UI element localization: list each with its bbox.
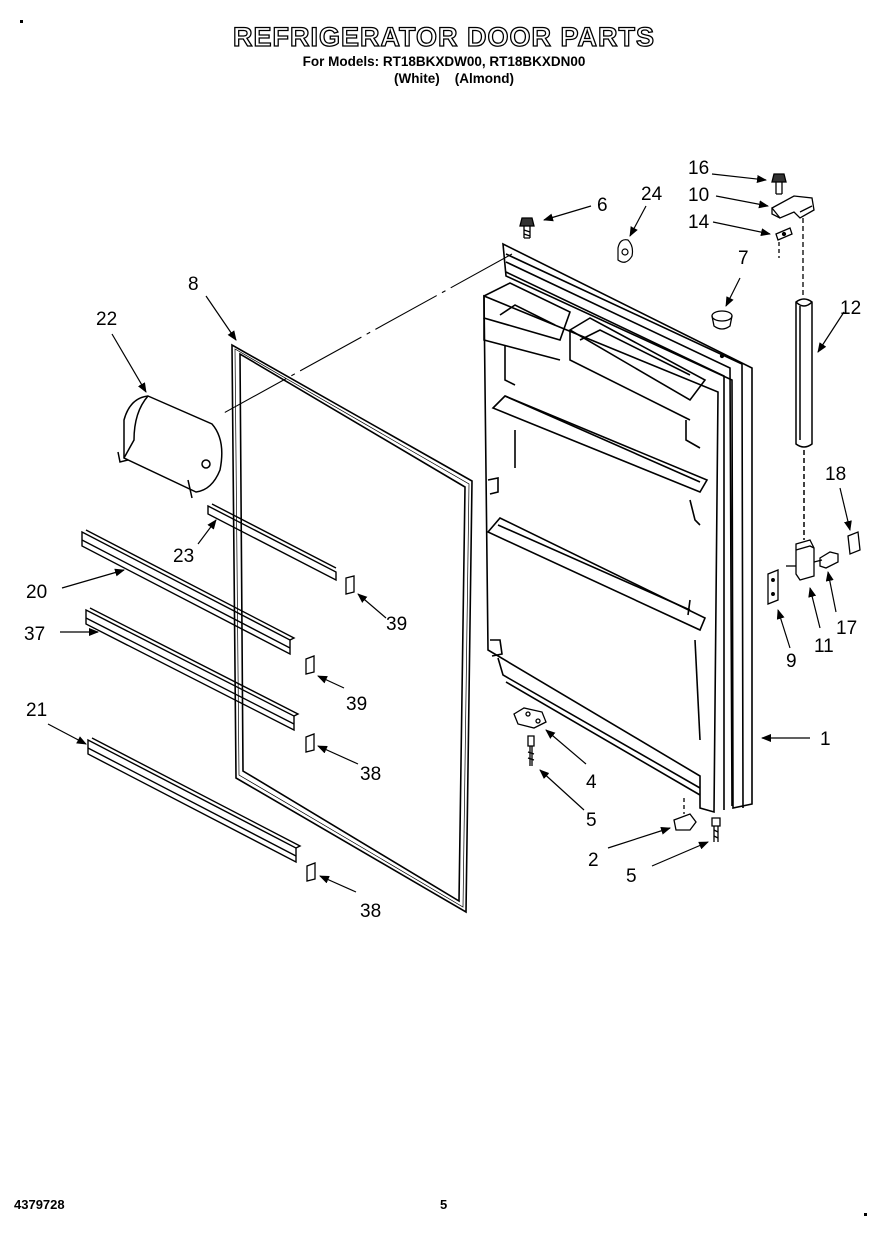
callout-5-right: 5 [626, 866, 637, 887]
callout-6: 6 [597, 195, 608, 216]
callout-5-left: 5 [586, 810, 597, 831]
callout-16: 16 [688, 158, 709, 179]
callout-17: 17 [836, 618, 857, 639]
callout-11: 11 [814, 636, 834, 657]
shelf-trim-21 [87, 737, 302, 864]
shelf-trim-23 [207, 503, 337, 582]
inner-door-panel [483, 242, 753, 814]
page-title: REFRIGERATOR DOOR PARTS [232, 21, 655, 52]
callout-12: 12 [840, 298, 861, 319]
corner-mark-top-left [20, 20, 23, 23]
callout-18: 18 [825, 464, 846, 485]
shelf-trim-37 [85, 607, 300, 732]
callout-38-lower: 38 [360, 901, 381, 922]
screw-6 [519, 217, 535, 239]
callout-4: 4 [586, 772, 597, 793]
callout-39-lower: 39 [346, 694, 367, 715]
callout-7: 7 [738, 248, 749, 269]
callout-8: 8 [188, 274, 199, 295]
callout-21: 21 [26, 700, 47, 721]
callout-10: 10 [688, 185, 709, 206]
callout-9: 9 [786, 651, 797, 672]
bottom-hinge-assembly [513, 707, 721, 842]
callout-22: 22 [96, 309, 117, 330]
callout-2: 2 [588, 850, 599, 871]
plug-24 [617, 239, 634, 263]
model-numbers: For Models: RT18BKXDW00, RT18BKXDN00 [302, 54, 586, 69]
callout-24: 24 [641, 184, 663, 205]
catalog-number: 4379728 [14, 1197, 65, 1212]
callout-leaders [47, 173, 852, 893]
door-gasket [231, 343, 473, 914]
page-number: 5 [440, 1197, 448, 1212]
butter-compartment-door [117, 395, 223, 499]
hinge-cover-12 [795, 298, 813, 540]
leader-line-6-to-gasket [221, 253, 513, 415]
callout-39-upper: 39 [386, 614, 407, 635]
shelf-trim-20 [81, 529, 296, 656]
model-colors: (White) (Almond) [394, 71, 514, 86]
callout-numbers: 16 10 14 6 24 7 8 22 12 18 17 11 9 1 23 … [24, 158, 861, 922]
callout-23: 23 [173, 546, 194, 567]
callout-1: 1 [820, 729, 831, 750]
callout-14: 14 [688, 212, 710, 233]
corner-mark-bottom-right [864, 1213, 867, 1216]
callout-20: 20 [26, 582, 47, 603]
callout-38-upper: 38 [360, 764, 381, 785]
plug-7 [711, 310, 733, 359]
callout-37: 37 [24, 624, 45, 645]
center-hinge-assembly [767, 531, 861, 605]
upper-hinge-assembly [771, 173, 815, 296]
end-caps [305, 575, 355, 882]
